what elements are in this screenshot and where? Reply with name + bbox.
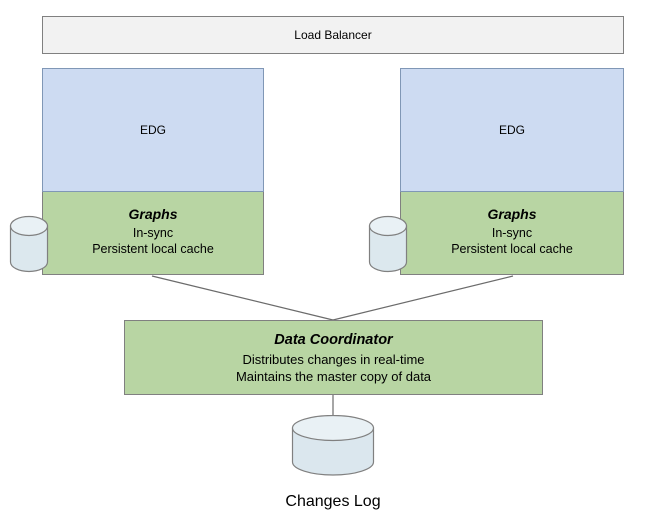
graphs-line2-right: Persistent local cache — [451, 242, 573, 256]
graphs-line2-left: Persistent local cache — [92, 242, 214, 256]
graphs-title-right: Graphs — [487, 206, 537, 222]
edg-label-right: EDG — [498, 122, 525, 137]
graphs-box-right[interactable]: Graphs In-sync Persistent local cache — [400, 192, 624, 275]
data-coordinator-box[interactable]: Data Coordinator Distributes changes in … — [124, 320, 543, 395]
edg-label-left: EDG — [139, 122, 166, 137]
graphs-title-left: Graphs — [128, 206, 178, 222]
edg-box-right[interactable]: EDG — [400, 68, 624, 192]
data-coordinator-title: Data Coordinator — [274, 332, 393, 348]
connector-left-node-to-coordinator — [151, 275, 334, 321]
data-coordinator-line2: Maintains the master copy of data — [235, 369, 432, 384]
database-cylinder-icon-right — [368, 215, 408, 273]
database-cylinder-icon-changes-log — [291, 415, 375, 476]
graphs-line1-right: In-sync — [491, 226, 533, 240]
edg-box-left[interactable]: EDG — [42, 68, 264, 192]
data-coordinator-line1: Distributes changes in real-time — [242, 352, 425, 367]
load-balancer-label: Load Balancer — [294, 28, 372, 42]
graphs-box-left[interactable]: Graphs In-sync Persistent local cache — [42, 192, 264, 275]
load-balancer-box[interactable]: Load Balancer — [42, 16, 624, 54]
connector-right-node-to-coordinator — [332, 275, 514, 321]
changes-log-label: Changes Log — [285, 493, 381, 510]
graphs-line1-left: In-sync — [132, 226, 174, 240]
database-cylinder-icon-left — [9, 215, 49, 273]
